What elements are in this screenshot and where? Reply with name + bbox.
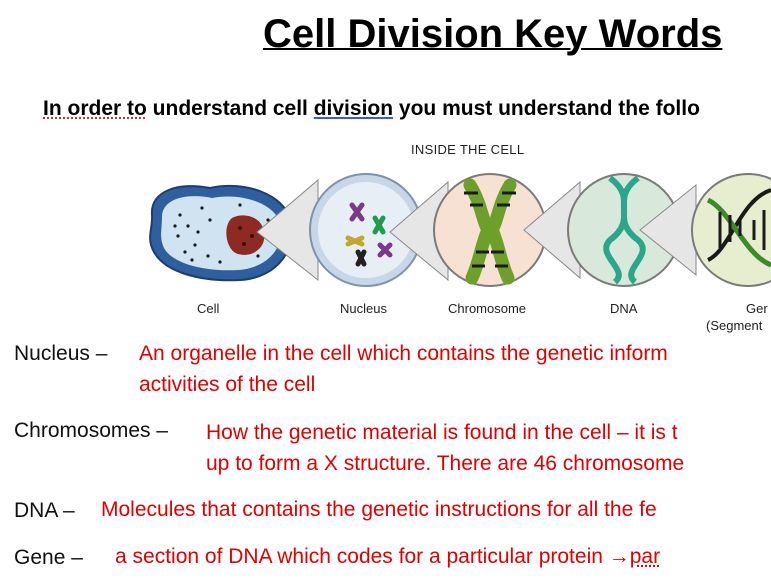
diagram-title: INSIDE THE CELL — [411, 142, 525, 157]
term-nucleus: Nucleus – — [14, 342, 108, 365]
subtitle-keyword-division: division — [313, 97, 394, 120]
subtitle-underlined-phrase: In order to — [43, 97, 147, 120]
label-cell: Cell — [197, 301, 220, 316]
definition-dna: Molecules that contains the genetic inst… — [101, 498, 657, 521]
cell-zoom-diagram — [149, 173, 771, 287]
label-dna: DNA — [610, 301, 638, 316]
dna-illustration — [567, 173, 681, 287]
chromosome-illustration — [433, 173, 547, 287]
nucleus-illustration — [309, 173, 423, 287]
right-arrow-icon: → — [608, 545, 630, 568]
term-dna: DNA – — [14, 499, 75, 522]
gene-illustration — [691, 173, 771, 287]
label-gene-sub: (Segment — [706, 318, 763, 333]
definition-gene: a section of DNA which codes for a parti… — [115, 541, 660, 572]
definition-chromosomes: How the genetic material is found in the… — [206, 417, 684, 479]
term-chromosomes: Chromosomes – — [14, 419, 169, 442]
definition-gene-text: a section of DNA which codes for a parti… — [115, 545, 609, 568]
label-gene: Ger — [746, 301, 768, 316]
definition-nucleus-line1: An organelle in the cell which contains … — [139, 342, 668, 365]
label-chromosome: Chromosome — [448, 301, 527, 316]
term-gene: Gene – — [14, 546, 83, 569]
subtitle-part2: understand cell — [146, 97, 314, 120]
definition-chromosomes-line2: up to form a X structure. There are 46 c… — [206, 452, 685, 475]
definition-gene-tail: par — [629, 545, 661, 568]
definition-chromosomes-line1: How the genetic material is found in the… — [206, 421, 678, 444]
definition-nucleus: An organelle in the cell which contains … — [139, 338, 668, 400]
label-nucleus: Nucleus — [340, 301, 387, 316]
page-title: Cell Division Key Words — [263, 12, 723, 56]
cell-illustration — [149, 184, 293, 282]
definition-nucleus-line2: activities of the cell — [139, 373, 316, 396]
subtitle-part3: you must understand the follo — [393, 97, 700, 120]
subtitle: In order to understand cell division you… — [43, 97, 700, 121]
